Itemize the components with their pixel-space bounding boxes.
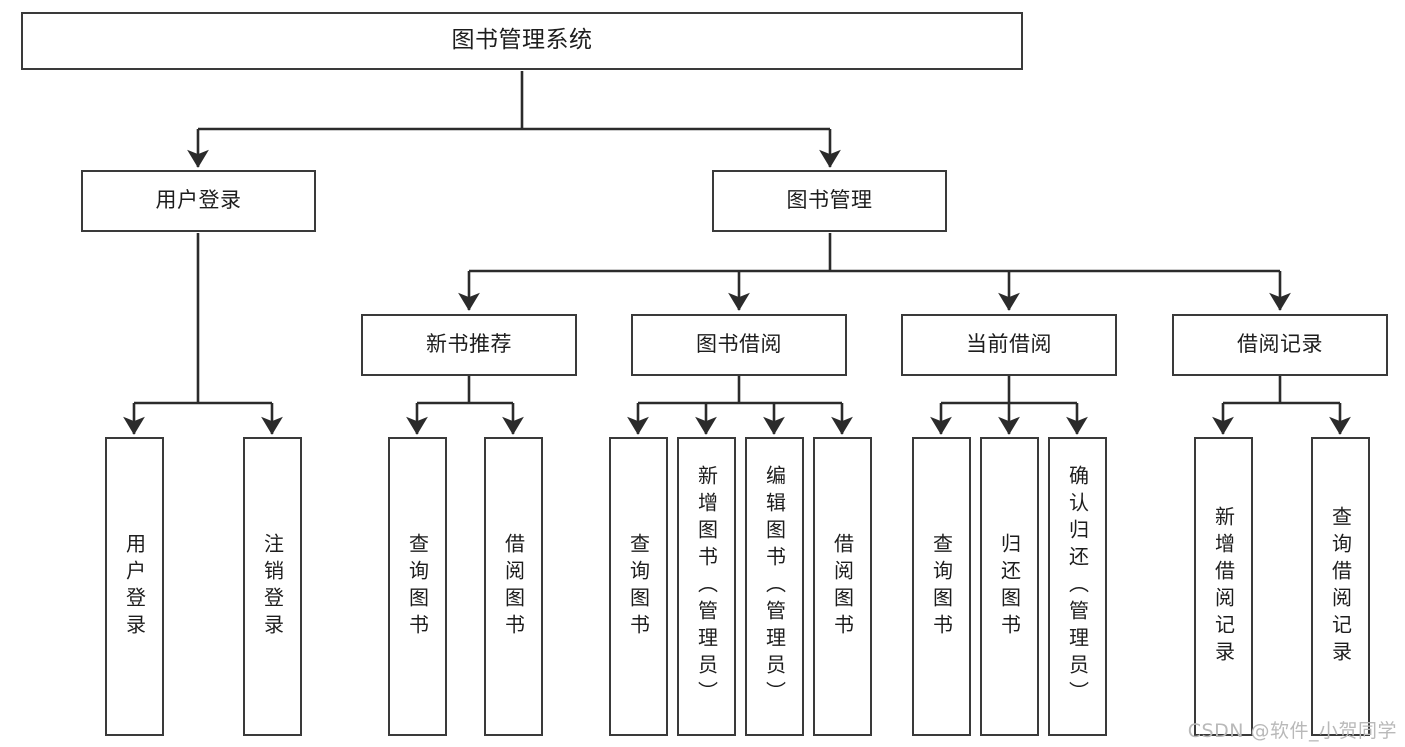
node-leaf-query-book-3-label: 查询图书 xyxy=(929,532,954,641)
node-root-label: 图书管理系统 xyxy=(451,27,593,54)
node-leaf-borrow-book-1[interactable]: 借阅图书 xyxy=(484,437,543,736)
node-leaf-add-record-label: 新增借阅记录 xyxy=(1211,505,1236,668)
node-new-book-recommend[interactable]: 新书推荐 xyxy=(361,314,577,376)
node-borrow-record[interactable]: 借阅记录 xyxy=(1172,314,1388,376)
node-leaf-return-book[interactable]: 归还图书 xyxy=(980,437,1039,736)
node-current-borrow[interactable]: 当前借阅 xyxy=(901,314,1117,376)
node-user-login[interactable]: 用户登录 xyxy=(81,170,316,232)
node-current-borrow-label: 当前借阅 xyxy=(966,332,1052,357)
node-leaf-borrow-book-2-label: 借阅图书 xyxy=(830,532,855,641)
node-leaf-logout-label: 注销登录 xyxy=(260,532,285,641)
node-book-management[interactable]: 图书管理 xyxy=(712,170,947,232)
node-leaf-borrow-book-1-label: 借阅图书 xyxy=(501,532,526,641)
node-leaf-borrow-book-2[interactable]: 借阅图书 xyxy=(813,437,872,736)
node-leaf-query-book-1-label: 查询图书 xyxy=(405,532,430,641)
node-leaf-edit-book[interactable]: 编辑图书（管理员） xyxy=(745,437,804,736)
node-root[interactable]: 图书管理系统 xyxy=(21,12,1023,70)
node-leaf-query-book-3[interactable]: 查询图书 xyxy=(912,437,971,736)
node-leaf-query-record-label: 查询借阅记录 xyxy=(1328,505,1353,668)
node-leaf-return-book-label: 归还图书 xyxy=(997,532,1022,641)
node-book-borrow[interactable]: 图书借阅 xyxy=(631,314,847,376)
node-leaf-logout[interactable]: 注销登录 xyxy=(243,437,302,736)
node-book-management-label: 图书管理 xyxy=(786,188,873,213)
node-leaf-query-book-2-label: 查询图书 xyxy=(626,532,651,641)
node-leaf-query-book-1[interactable]: 查询图书 xyxy=(388,437,447,736)
node-leaf-query-book-2[interactable]: 查询图书 xyxy=(609,437,668,736)
node-leaf-add-book[interactable]: 新增图书（管理员） xyxy=(677,437,736,736)
node-user-login-label: 用户登录 xyxy=(155,188,242,213)
node-leaf-confirm-return-label: 确认归还（管理员） xyxy=(1065,465,1090,708)
node-new-book-recommend-label: 新书推荐 xyxy=(426,332,512,357)
node-leaf-user-login-label: 用户登录 xyxy=(122,532,147,641)
node-leaf-query-record[interactable]: 查询借阅记录 xyxy=(1311,437,1370,736)
node-leaf-confirm-return[interactable]: 确认归还（管理员） xyxy=(1048,437,1107,736)
node-borrow-record-label: 借阅记录 xyxy=(1237,332,1323,357)
node-book-borrow-label: 图书借阅 xyxy=(696,332,782,357)
node-leaf-add-book-label: 新增图书（管理员） xyxy=(694,465,719,708)
csdn-watermark: CSDN @软件_小贺同学 xyxy=(1187,720,1397,742)
node-leaf-add-record[interactable]: 新增借阅记录 xyxy=(1194,437,1253,736)
node-leaf-edit-book-label: 编辑图书（管理员） xyxy=(762,465,787,708)
node-leaf-user-login[interactable]: 用户登录 xyxy=(105,437,164,736)
